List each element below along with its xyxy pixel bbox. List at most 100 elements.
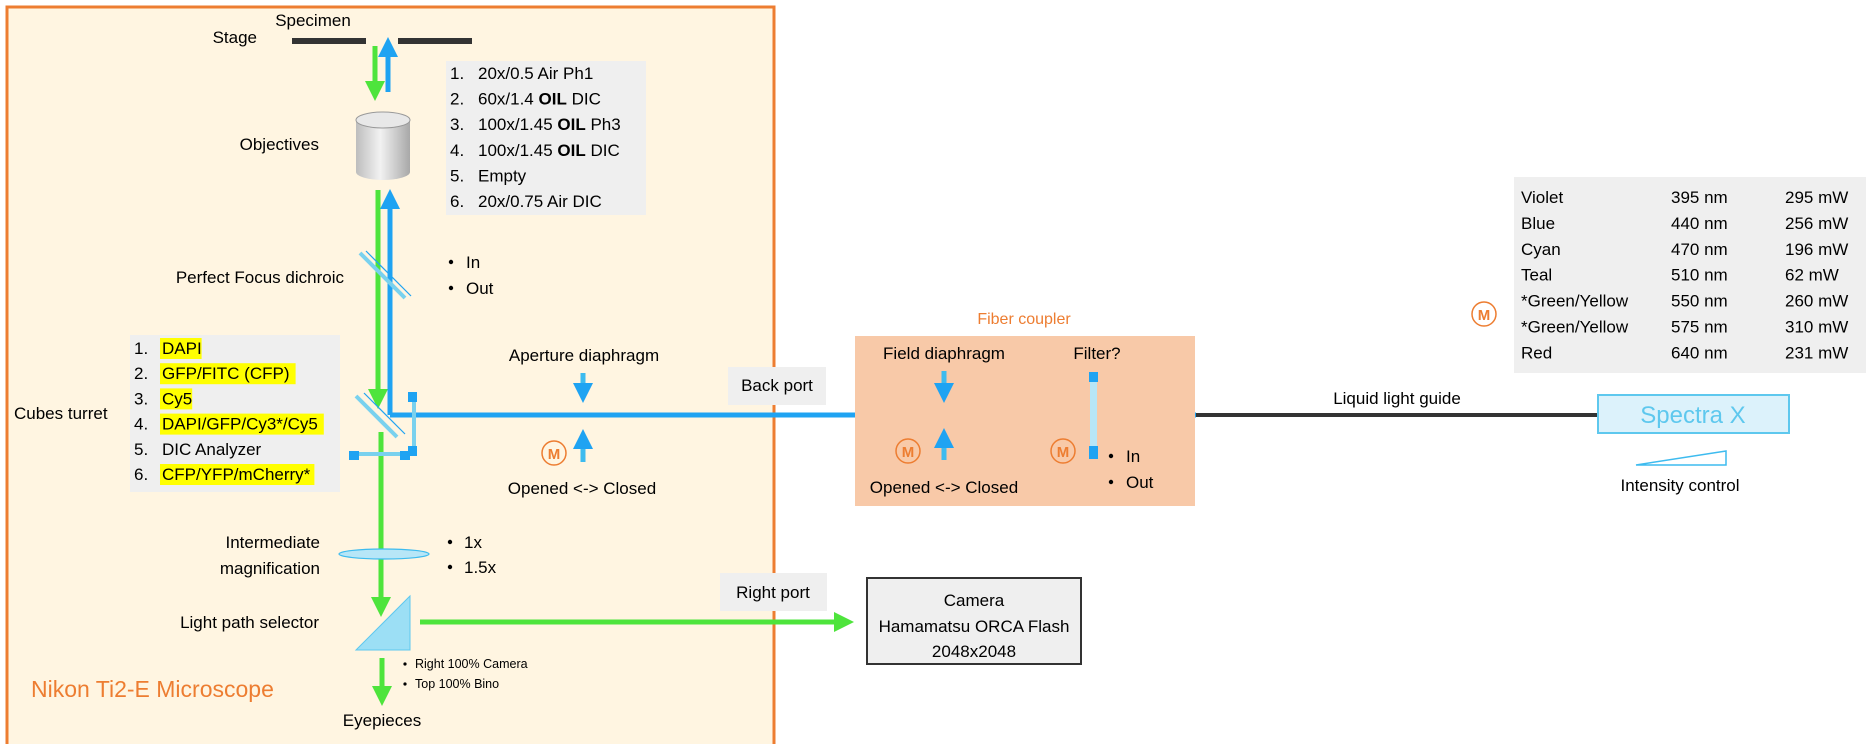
pfs-options: In Out	[448, 253, 494, 298]
objective-item: 60x/1.4 OIL DIC	[478, 90, 601, 109]
objective-text: 100x/1.45	[478, 141, 557, 160]
cube-number: 6.	[134, 465, 148, 484]
pfs-option-out: Out	[466, 279, 494, 298]
channel-name: Teal	[1521, 266, 1552, 285]
objective-number: 5.	[450, 166, 464, 185]
back-port-label: Back port	[741, 376, 813, 395]
camera-resolution: 2048x2048	[932, 642, 1016, 661]
objective-oil: OIL	[539, 90, 567, 109]
intermediate-options: 1x 1.5x	[447, 533, 497, 577]
intensity-wedge-icon	[1635, 450, 1727, 466]
stage-label: Stage	[213, 28, 257, 47]
channel-name: *Green/Yellow	[1521, 292, 1629, 311]
objective-number: 2.	[450, 90, 464, 109]
channel-wavelength: 470 nm	[1671, 240, 1728, 259]
objective-oil: OIL	[557, 141, 585, 160]
camera-box	[866, 577, 1082, 665]
spectra-x-title: Spectra X	[1640, 402, 1745, 429]
cube-item: DAPI	[162, 339, 202, 358]
field-diaphragm-label: Field diaphragm	[883, 344, 1005, 363]
field-motor-badge: M	[895, 438, 921, 464]
aperture-motor-letter: M	[548, 446, 561, 463]
channel-name: Red	[1521, 343, 1552, 362]
filter-label: Filter?	[1073, 344, 1120, 363]
intermediate-lens-icon	[338, 548, 430, 560]
channel-power: 196 mW	[1785, 240, 1848, 259]
objective-number: 4.	[450, 141, 464, 160]
light-path-prism-icon	[354, 594, 411, 651]
pfs-dichroic-icon	[358, 251, 407, 300]
camera-title: Camera	[944, 591, 1005, 610]
objective-item: 20x/0.5 Air Ph1	[478, 64, 593, 83]
fiber-coupler-title: Fiber coupler	[977, 311, 1071, 328]
cube-icon	[349, 392, 417, 460]
cube-highlight	[160, 388, 193, 410]
light-path-option-top: Top 100% Bino	[415, 677, 499, 691]
filter-option-out: Out	[1126, 473, 1154, 492]
objective-text: 20x/0.75 Air DIC	[478, 192, 602, 211]
channel-power: 260 mW	[1785, 292, 1848, 311]
light-path-label: Light path selector	[180, 613, 319, 632]
channel-power: 310 mW	[1785, 318, 1848, 337]
cubes-label: Cubes turret	[14, 404, 108, 423]
channel-power: 231 mW	[1785, 343, 1848, 362]
spectra-x-box	[1597, 394, 1790, 434]
cube-highlight	[160, 363, 296, 385]
channel-wavelength: 510 nm	[1671, 266, 1728, 285]
cube-number: 2.	[134, 364, 148, 383]
cube-highlight	[160, 338, 202, 359]
channel-wavelength: 550 nm	[1671, 292, 1728, 311]
cube-highlight	[160, 413, 324, 435]
objective-item: Empty	[478, 166, 527, 185]
channels-panel	[1514, 177, 1866, 373]
channel-name: Blue	[1521, 214, 1555, 233]
channel-wavelength: 440 nm	[1671, 214, 1728, 233]
spectra-motor-letter: M	[1478, 307, 1491, 324]
filter-motor-letter: M	[1057, 444, 1070, 461]
camera-model: Hamamatsu ORCA Flash	[879, 617, 1070, 636]
light-path-options: Right 100% Camera Top 100% Bino	[403, 657, 528, 691]
objective-item: 100x/1.45 OIL Ph3	[478, 115, 621, 134]
objective-item: 20x/0.75 Air DIC	[478, 192, 602, 211]
objectives-label: Objectives	[240, 135, 319, 154]
objective-item: 100x/1.45 OIL DIC	[478, 141, 620, 160]
intermediate-label-1: Intermediate	[226, 533, 321, 552]
cube-item: Cy5	[162, 389, 192, 408]
cube-item: CFP/YFP/mCherry*	[162, 465, 311, 484]
channel-name: *Green/Yellow	[1521, 318, 1629, 337]
channel-power: 62 mW	[1785, 266, 1839, 285]
pfs-option-in: In	[466, 253, 480, 272]
intermediate-option-1x: 1x	[464, 533, 482, 552]
cube-number: 5.	[134, 440, 148, 459]
objective-text: 20x/0.5 Air Ph1	[478, 64, 593, 83]
objective-text: 60x/1.4	[478, 90, 539, 109]
objective-number: 6.	[450, 192, 464, 211]
intermediate-option-1-5x: 1.5x	[464, 558, 497, 577]
channel-name: Cyan	[1521, 240, 1561, 259]
intermediate-label-2: magnification	[220, 559, 320, 578]
light-path-option-right: Right 100% Camera	[415, 657, 528, 671]
objectives-panel	[446, 61, 646, 215]
channel-wavelength: 640 nm	[1671, 343, 1728, 362]
light-guide-label: Liquid light guide	[1333, 389, 1461, 408]
cube-highlight	[160, 464, 315, 485]
channel-power: 295 mW	[1785, 188, 1848, 207]
filter-options: In Out	[1108, 447, 1154, 492]
intensity-label: Intensity control	[1620, 476, 1739, 495]
right-port-label: Right port	[736, 583, 810, 602]
objective-icon	[355, 111, 411, 180]
cube-item: GFP/FITC (CFP)	[162, 364, 289, 383]
channel-wavelength: 575 nm	[1671, 318, 1728, 337]
cube-item: DIC Analyzer	[162, 440, 262, 459]
channel-wavelength: 395 nm	[1671, 188, 1728, 207]
objective-text: Empty	[478, 166, 527, 185]
aperture-motor-badge: M	[541, 440, 567, 466]
aperture-state: Opened <-> Closed	[508, 479, 656, 498]
back-port-box	[728, 367, 826, 405]
fiber-coupler-box	[855, 336, 1195, 506]
field-diaphragm-state: Opened <-> Closed	[870, 478, 1018, 497]
field-motor-letter: M	[902, 444, 915, 461]
microscope-title: Nikon Ti2-E Microscope	[31, 676, 274, 702]
spectra-motor-badge: M	[1471, 301, 1497, 327]
